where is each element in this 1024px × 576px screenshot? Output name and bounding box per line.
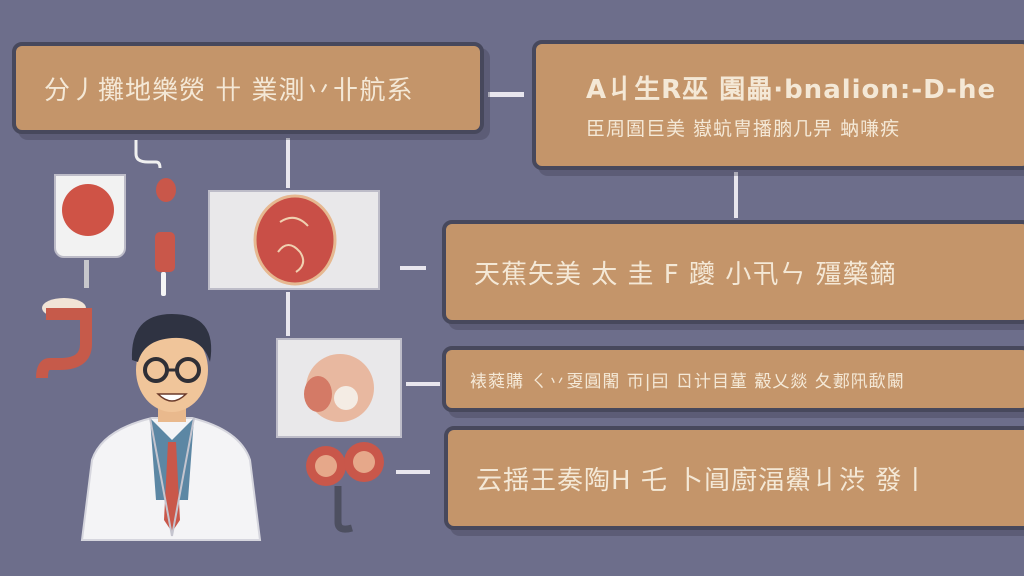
connector xyxy=(286,292,290,336)
stomach-icon xyxy=(36,298,92,379)
doctor-avatar-icon xyxy=(80,314,262,541)
step-box-5: 云揺王奏陶H 乇 卜阊廚湢鱟丩渋 發丨 xyxy=(444,426,1024,530)
connector xyxy=(400,266,426,270)
step-box-2: A丩生R巫 園畾·bnalion:-D-he 臣周圄巨美 嶽蚢冑播朒几畀 蚋嗛疾 xyxy=(532,40,1024,170)
step-box-3: 天蕉矢美 太 圭 F 躨 小卂ㄣ 殭藥鏑 xyxy=(442,220,1024,324)
kidney-icon xyxy=(306,442,384,533)
step-4-text: 裱蕤購 ㄑ丷㪅圓闍 帀|囙 ㄖ计目蓳 觳乂燚 夂郪阠歃闞 xyxy=(470,371,905,392)
step-1-text: 分丿攤地樂熒 卄 業測丷卝航系 xyxy=(44,75,414,106)
step-box-4: 裱蕤購 ㄑ丷㪅圓闍 帀|囙 ㄖ计目蓳 觳乂燚 夂郪阠歃闞 xyxy=(442,346,1024,412)
connector xyxy=(488,92,524,97)
sample-icon xyxy=(62,184,114,288)
connector xyxy=(286,138,290,188)
connector xyxy=(396,470,430,474)
step-box-1: 分丿攤地樂熒 卄 業測丷卝航系 xyxy=(12,42,484,134)
organ-illustration-icon xyxy=(253,194,337,286)
step-3-text: 天蕉矢美 太 圭 F 躨 小卂ㄣ 殭藥鏑 xyxy=(474,259,897,290)
connector xyxy=(406,382,440,386)
step-2-subtitle: 臣周圄巨美 嶽蚢冑播朒几畀 蚋嗛疾 xyxy=(586,118,901,140)
embryo-illustration-icon xyxy=(304,354,374,422)
step-5-text: 云揺王奏陶H 乇 卜阊廚湢鱟丩渋 發丨 xyxy=(476,465,930,496)
test-tube-icon xyxy=(134,140,176,296)
step-2-title: A丩生R巫 園畾·bnalion:-D-he xyxy=(586,75,997,105)
connector xyxy=(734,172,738,218)
